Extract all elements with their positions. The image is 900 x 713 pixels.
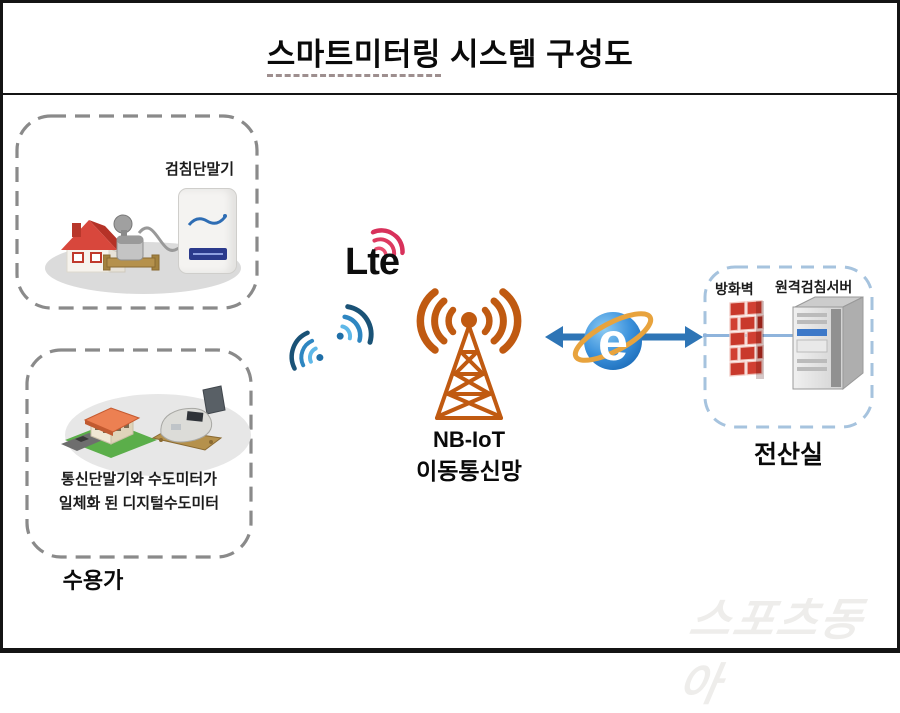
dashed-border	[25, 348, 253, 559]
water-meter-icon	[103, 214, 160, 271]
terminal-label-plate	[188, 248, 227, 260]
ie-letter: e	[598, 312, 628, 372]
server-room-box: 방화벽 원격검침서버	[703, 265, 874, 429]
isometric-house-icon	[61, 407, 157, 458]
dashed-border	[15, 114, 259, 310]
server-room-label: 전산실	[753, 441, 823, 469]
lte-text: Lte	[345, 241, 400, 283]
reading-terminal-label: 검침단말기	[165, 161, 235, 178]
title-word-rest: 시스템 구성도	[440, 37, 634, 72]
terminal-logo-icon	[187, 214, 227, 226]
tower-label-line2: 이동통신망	[416, 458, 522, 484]
caption-line2: 일체화 된 디지털수도미터	[58, 495, 220, 512]
digital-water-meter-icon	[151, 385, 226, 451]
customer-meter-box: 검침단말기	[15, 114, 259, 310]
title-word-underlined: 스마트미터링	[266, 37, 441, 77]
firewall-icon	[729, 299, 764, 379]
wifi-signal-icon	[289, 330, 324, 371]
server-label: 원격검침서버	[775, 279, 853, 295]
tower-label-line1: NB-IoT	[432, 427, 506, 452]
reading-terminal-icon	[178, 188, 237, 274]
lte-logo: Lte	[345, 223, 425, 289]
server-icon	[792, 296, 864, 391]
internet-explorer-icon: e	[572, 311, 654, 372]
watermark: 스포츠동아	[674, 594, 869, 710]
customer-label: 수용가	[62, 568, 124, 593]
page-title: 스마트미터링 시스템 구성도	[3, 29, 897, 77]
wifi-signal-icon	[336, 304, 374, 345]
customer-digital-box: 통신단말기와 수도미터가 일체화 된 디지털수도미터	[25, 348, 253, 559]
title-divider	[3, 93, 897, 95]
digital-meter-caption: 통신단말기와 수도미터가 일체화 된 디지털수도미터	[25, 468, 253, 516]
caption-line1: 통신단말기와 수도미터가	[61, 471, 217, 488]
firewall-label: 방화벽	[715, 281, 754, 297]
dashed-border	[703, 265, 874, 429]
lte-signal-icon	[370, 228, 405, 258]
radio-tower-icon	[416, 288, 522, 420]
